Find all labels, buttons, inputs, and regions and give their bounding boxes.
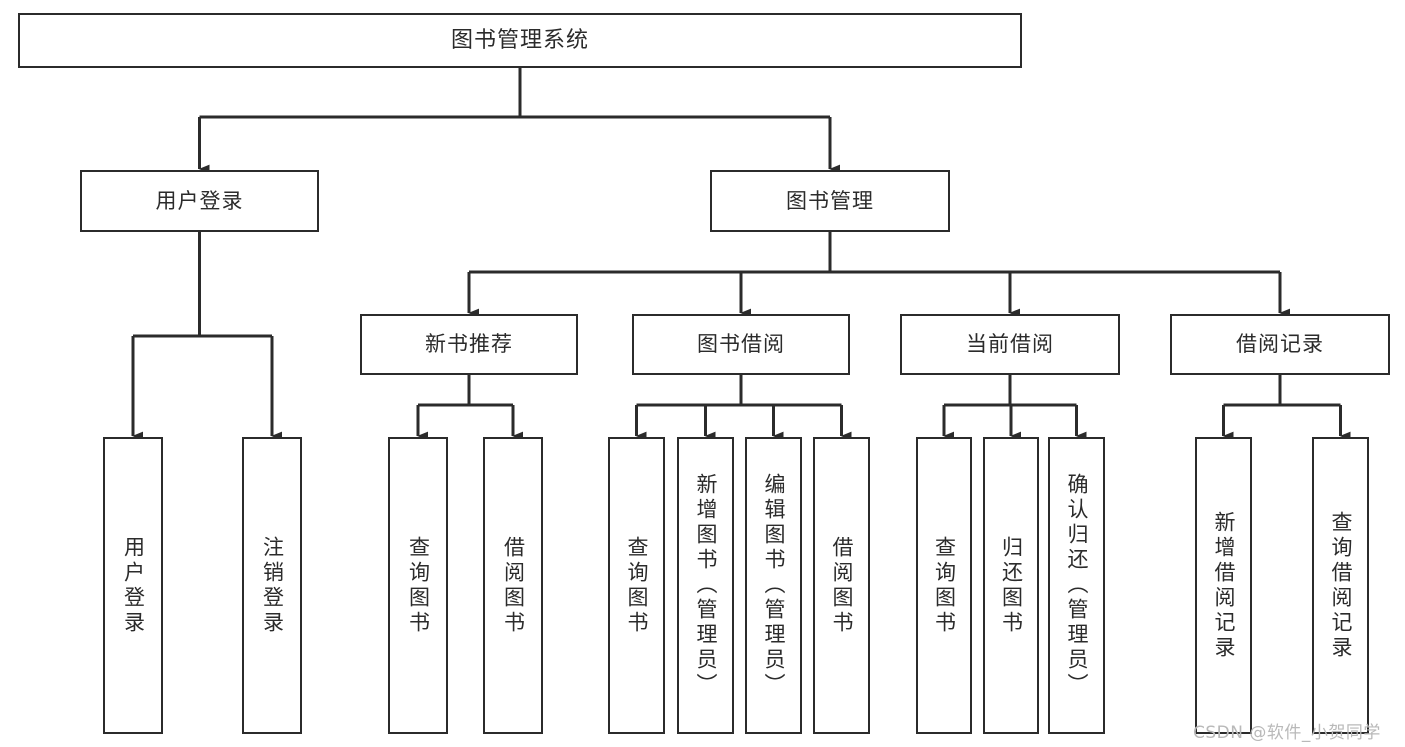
node-label: 归还图书 [999,535,1024,636]
node-current[interactable]: 当前借阅 [900,314,1120,375]
node-new-rec[interactable]: 新书推荐 [360,314,578,375]
node-label: 图书管理 [786,188,874,213]
node-label: 当前借阅 [966,332,1054,357]
node-label: 借阅图书 [501,535,526,636]
node-label: 确认归还（管理员） [1065,473,1089,698]
node-book-mgmt[interactable]: 图书管理 [710,170,950,232]
edge-from-records [1222,375,1351,441]
node-leaf-4-3[interactable]: 确认归还（管理员） [1048,437,1105,734]
node-leaf-3-4[interactable]: 借阅图书 [813,437,870,734]
node-root[interactable]: 图书管理系统 [18,13,1022,68]
edge-from-book-mgmt [467,232,1291,318]
node-user-login[interactable]: 用户登录 [80,170,319,232]
watermark-text: CSDN @软件_小贺同学 [1193,723,1381,743]
node-label: 用户登录 [155,188,244,213]
node-label: 借阅图书 [830,535,854,636]
node-label: 新书推荐 [425,332,513,357]
node-leaf-5-2[interactable]: 查询借阅记录 [1312,437,1369,734]
node-label: 查询图书 [406,535,431,636]
node-label: 新增图书（管理员） [694,473,718,698]
node-label: 注销登录 [260,535,285,636]
node-borrow[interactable]: 图书借阅 [632,314,850,375]
node-leaf-2-1[interactable]: 查询图书 [388,437,448,734]
node-leaf-1-1[interactable]: 用户登录 [103,437,163,734]
node-label: 借阅记录 [1236,332,1324,357]
node-leaf-5-1[interactable]: 新增借阅记录 [1195,437,1252,734]
edge-from-current [942,375,1087,441]
node-label: 查询图书 [932,535,957,636]
node-label: 编辑图书（管理员） [762,473,786,698]
node-leaf-4-1[interactable]: 查询图书 [916,437,972,734]
node-label: 查询借阅记录 [1329,510,1353,661]
node-leaf-3-1[interactable]: 查询图书 [608,437,665,734]
edge-from-user-login [131,232,283,441]
node-label: 查询图书 [625,535,649,636]
node-label: 用户登录 [121,535,146,636]
edge-group [131,68,1351,441]
node-leaf-3-3[interactable]: 编辑图书（管理员） [745,437,802,734]
node-leaf-2-2[interactable]: 借阅图书 [483,437,543,734]
edge-from-borrow [635,375,852,441]
node-leaf-1-2[interactable]: 注销登录 [242,437,302,734]
node-leaf-3-2[interactable]: 新增图书（管理员） [677,437,734,734]
node-label: 图书借阅 [697,332,785,357]
edge-from-new-rec [416,375,524,441]
edge-from-root [198,68,841,174]
node-leaf-4-2[interactable]: 归还图书 [983,437,1039,734]
node-label: 图书管理系统 [450,27,589,53]
node-label: 新增借阅记录 [1212,510,1236,661]
node-records[interactable]: 借阅记录 [1170,314,1390,375]
